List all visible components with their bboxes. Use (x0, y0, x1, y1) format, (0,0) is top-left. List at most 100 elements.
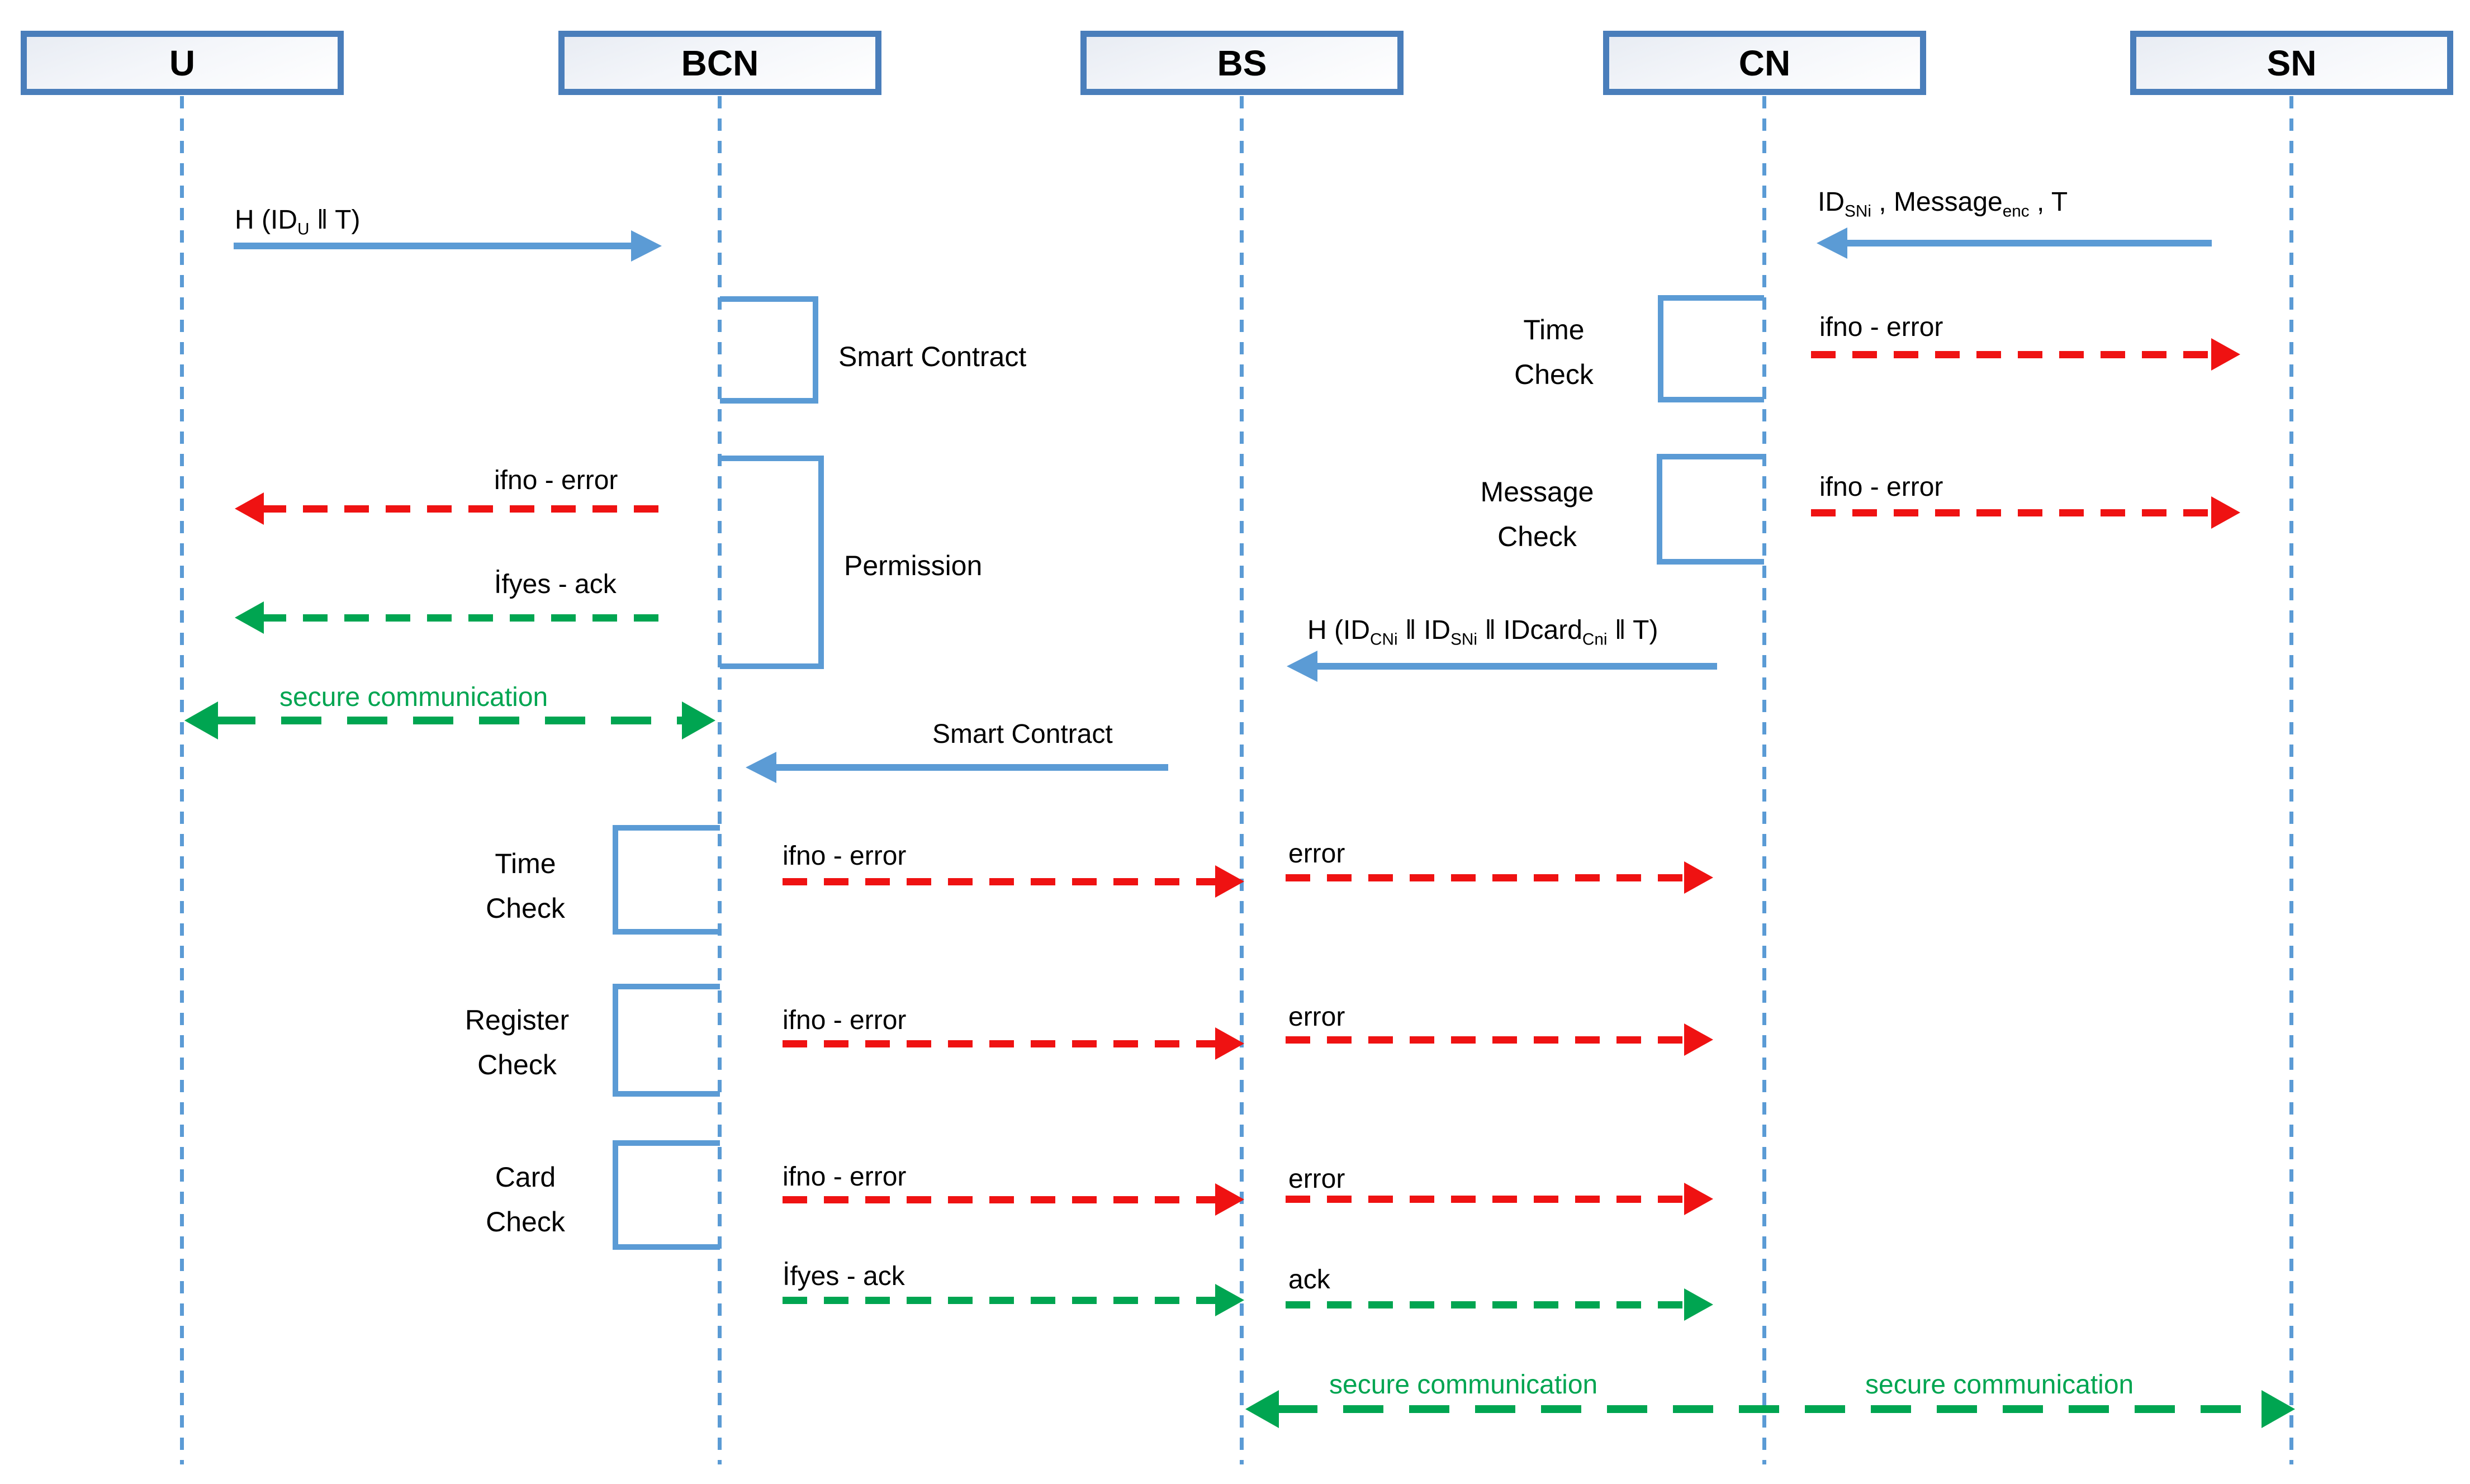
label-line: Check (486, 1206, 565, 1238)
arrow-bs-sn-secure (1277, 1405, 2264, 1413)
label-part: ǁ T) (1607, 615, 1658, 645)
actor-box-bs: BS (1080, 31, 1404, 95)
message-label-bs-cn-error-register: error (1288, 1002, 1345, 1032)
arrow-cn-bs-hash (1316, 663, 1717, 670)
arrowhead-left-icon (1245, 1390, 1279, 1428)
label-part: H (ID (235, 205, 297, 235)
lifeline-sn (2289, 96, 2293, 1464)
actor-label-bs: BS (1217, 42, 1267, 83)
actor-box-cn: CN (1603, 31, 1926, 95)
arrow-bcn-bs-ifno-error-register (783, 1040, 1217, 1047)
message-label-cn-sn-ifno-error-2: ifno - error (1819, 472, 1943, 502)
label-line: Card (495, 1161, 556, 1193)
lifeline-u (180, 96, 184, 1464)
actor-box-u: U (21, 31, 344, 95)
arrow-sn-cn-id (1846, 240, 2212, 246)
label-part: , Message (1871, 187, 2003, 217)
lifeline-cn (1762, 96, 1766, 1464)
label-permission: Permission (844, 550, 983, 581)
message-label-bs-cn-error-card: error (1288, 1164, 1345, 1194)
label-part: ǁ T) (309, 205, 361, 235)
actor-label-sn: SN (2267, 42, 2317, 83)
actor-label-bcn: BCN (681, 42, 759, 83)
arrowhead-left-icon (1817, 227, 1847, 259)
label-cn-message-check: Message Check (1431, 470, 1643, 559)
label-smart-contract: Smart Contract (838, 341, 1027, 372)
actor-label-u: U (169, 42, 196, 83)
label-line: Check (1497, 521, 1577, 552)
label-part: ǁ ID (1397, 615, 1451, 645)
label-part-sub: Cni (1582, 630, 1608, 649)
activation-cn-message-check (1657, 454, 1764, 565)
arrow-bs-cn-error-card (1286, 1196, 1686, 1203)
message-label-bs-cn-ack: ack (1288, 1265, 1330, 1295)
label-part-sub: SNi (1450, 630, 1478, 649)
arrowhead-left-icon (746, 752, 776, 783)
message-label-bcn-u-ifyes-ack: İfyes - ack (494, 570, 617, 599)
arrowhead-right-icon (682, 701, 715, 739)
activation-bcn-card-check (613, 1140, 720, 1250)
label-line: Time (495, 848, 556, 879)
message-label-bcn-bs-ifno-error-card: ifno - error (783, 1162, 907, 1192)
message-label-cn-sn-ifno-error-1: ifno - error (1819, 312, 1943, 342)
label-part-sub: enc (2002, 202, 2030, 221)
arrow-bs-cn-ack (1286, 1301, 1686, 1308)
message-label-bcn-bs-ifno-error-time: ifno - error (783, 841, 907, 871)
activation-bcn-smart-contract (720, 296, 818, 404)
message-label-bs-cn-error-time: error (1288, 839, 1345, 869)
label-part: ID (1818, 187, 1845, 217)
label-line: Check (1514, 359, 1594, 390)
message-label-bcn-bs-ifyes-ack: İfyes - ack (783, 1262, 905, 1291)
arrowhead-right-icon (2211, 496, 2240, 529)
message-label-sn-cn-id: IDSNi , Messageenc , T (1818, 187, 2068, 221)
actor-box-sn: SN (2130, 31, 2453, 95)
arrow-cn-sn-ifno-error-2 (1811, 509, 2211, 516)
arrowhead-right-icon (1215, 1027, 1244, 1060)
label-part: H (ID (1307, 615, 1370, 645)
arrowhead-right-icon (1215, 1183, 1244, 1216)
message-label-cn-sn-secure: secure communication (1865, 1370, 2134, 1400)
label-part: , T (2029, 187, 2068, 217)
arrow-bcn-u-ifyes-ack (262, 614, 663, 622)
message-label-u-bcn-secure: secure communication (279, 682, 548, 712)
activation-cn-time-check (1658, 295, 1764, 402)
arrowhead-right-icon (1215, 865, 1244, 898)
activation-bcn-time-check (613, 825, 720, 935)
arrow-bcn-bs-ifyes-ack (783, 1297, 1217, 1304)
message-label-bs-cn-secure: secure communication (1329, 1370, 1598, 1400)
actor-label-cn: CN (1738, 42, 1791, 83)
arrowhead-right-icon (1684, 1023, 1713, 1056)
message-label-bs-bcn-smart-contract: Smart Contract (932, 719, 1113, 749)
activation-bcn-permission (720, 456, 824, 669)
actor-box-bcn: BCN (558, 31, 881, 95)
arrow-u-bcn-secure (215, 717, 685, 724)
lifeline-bs (1240, 96, 1244, 1464)
arrowhead-right-icon (1684, 1183, 1713, 1215)
label-line: Register (464, 1004, 570, 1036)
label-line: Time (1523, 314, 1585, 345)
arrow-bcn-bs-ifno-error-time (783, 878, 1217, 885)
label-part-sub: CNi (1369, 630, 1398, 649)
lifeline-bcn (718, 96, 722, 1464)
message-label-u-bcn-hash: H (IDU ǁ T) (235, 205, 360, 239)
message-label-cn-bs-hash: H (IDCNi ǁ IDSNi ǁ IDcardCni ǁ T) (1307, 615, 1658, 649)
label-line: Message (1480, 476, 1594, 508)
label-line: Check (477, 1049, 557, 1080)
arrow-u-bcn-hash (234, 243, 634, 249)
arrow-bcn-bs-ifno-error-card (783, 1196, 1217, 1203)
label-part-sub: U (297, 220, 310, 239)
arrow-bcn-u-ifno-error (262, 505, 663, 513)
label-part-sub: SNi (1845, 202, 1871, 221)
arrowhead-left-icon (184, 701, 218, 739)
label-bcn-register-check: Register Check (430, 998, 604, 1087)
arrowhead-right-icon (2262, 1390, 2295, 1428)
arrowhead-right-icon (1684, 1288, 1713, 1321)
arrowhead-right-icon (1215, 1284, 1244, 1316)
label-line: Check (486, 893, 565, 924)
arrowhead-left-icon (1287, 651, 1317, 682)
message-label-bcn-u-ifno-error: ifno - error (494, 466, 618, 495)
arrow-cn-sn-ifno-error-1 (1811, 351, 2211, 358)
arrowhead-right-icon (631, 230, 662, 262)
arrowhead-left-icon (235, 492, 264, 525)
